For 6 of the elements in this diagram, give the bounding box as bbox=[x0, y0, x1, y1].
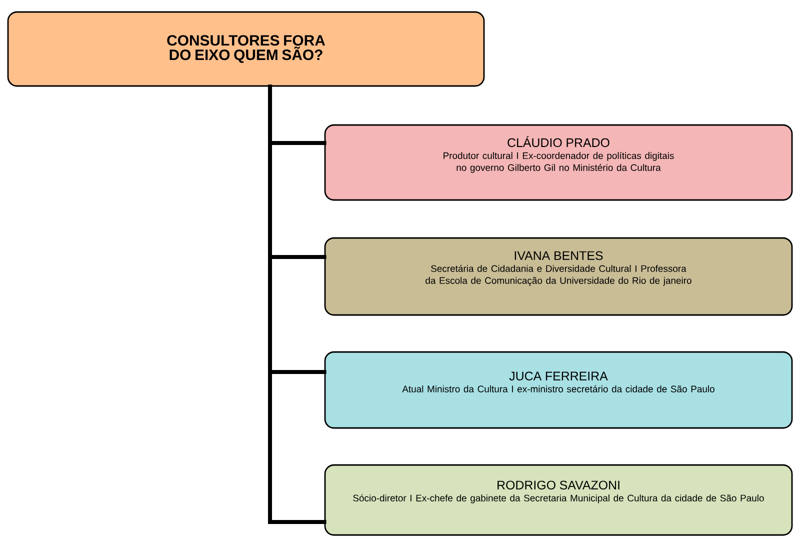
connector-line bbox=[268, 84, 326, 524]
person-box: IVANA BENTES Secretária de Cidadania e Diversidade Cultural I Professora da Escola de Comunicação da Universidade do Rio de janeiro bbox=[324, 237, 793, 316]
person-box: JUCA FERREIRA Atual Ministro da Cultura I ex-ministro secretário da cidade de São Paulo bbox=[324, 351, 793, 429]
person-box: RODRIGO SAVAZONI Sócio-diretor I Ex-chefe de gabinete da Secretaria Municipal de Cultura da cidade de São Paulo bbox=[324, 464, 793, 536]
person-box: CLÁUDIO PRADO Produtor cultural I Ex-coordenador de políticas digitais no governo Gilberto Gil no Ministério da Cultura bbox=[324, 124, 793, 201]
title-box: CONSULTORES FORA DO EIXO QUEM SÃO? bbox=[7, 11, 485, 87]
